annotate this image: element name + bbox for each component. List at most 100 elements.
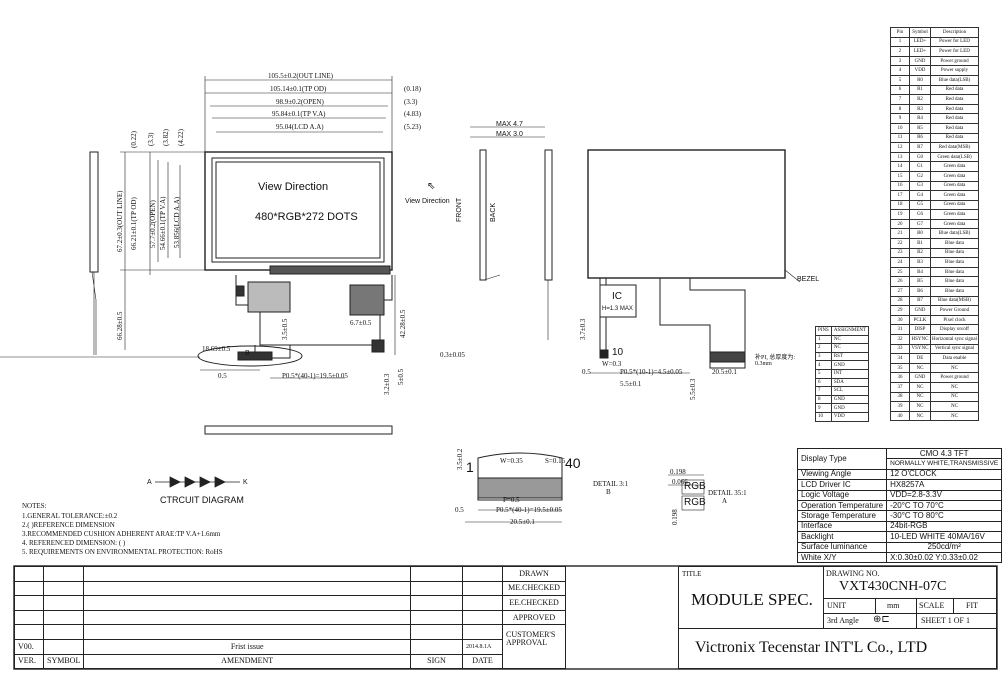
- tp-pin-number: 3: [815, 351, 832, 362]
- pin-description: Power Ground: [930, 305, 979, 316]
- dim-ref: (3.82): [162, 129, 170, 146]
- pin-description: Power supply: [930, 65, 979, 76]
- pin-description: Red data: [930, 122, 979, 134]
- detail-b-height: 3.5±0.2: [456, 448, 464, 470]
- title-label: TITLE: [682, 570, 702, 578]
- pin-number: 30: [890, 314, 910, 326]
- pin-description: Green data: [930, 170, 979, 182]
- pin-description: Power for LED: [930, 46, 979, 57]
- pin-description: Pixel clock: [930, 314, 979, 326]
- spec-row: Operation Temperature-20°C TO 70°C: [796, 499, 1003, 512]
- dim-tp-od-height: 66.21±0.1(TP OD): [130, 197, 138, 250]
- detail-b-width: 20.5±0.1: [510, 518, 535, 526]
- date-value: 2014.8.1A: [462, 638, 503, 655]
- detail-b-p: P=0.5: [503, 496, 520, 504]
- projection-label: 3rd Angle: [827, 616, 859, 625]
- dim-back: 3.7±0.3: [579, 318, 587, 340]
- pin-number: 20: [890, 218, 910, 230]
- pin-number: 26: [890, 276, 910, 288]
- pin-number: 5: [890, 74, 910, 86]
- spec-value: NORMALLY WHITE,TRANSMISSIVE: [886, 458, 1003, 470]
- pin-description: NC: [930, 391, 979, 403]
- pin-number: 35: [890, 362, 910, 374]
- dim-fpc-offset: 18.69±0.5: [202, 345, 231, 353]
- tp-pin-number: 7: [815, 386, 832, 396]
- pin-symbol: VDD: [909, 65, 931, 76]
- pin-symbol: B6: [909, 286, 931, 297]
- spec-label: Logic Voltage: [796, 489, 888, 501]
- anode-label: A: [147, 479, 152, 486]
- max-thickness-lcd: MAX 3.0: [496, 131, 523, 138]
- pin-symbol: R4: [909, 113, 931, 124]
- date-header: DATE: [462, 653, 503, 670]
- pin-description: Blue data: [930, 247, 979, 259]
- detail-a-rgb: RGB: [684, 481, 706, 492]
- assignment-header: ASSIGNMENT: [830, 326, 870, 336]
- stiffener-note: 补PI, 总厚度为: 0.3mm: [755, 355, 796, 367]
- pin-symbol: LED+: [909, 46, 931, 57]
- pin-description: NC: [930, 362, 979, 374]
- pin-description: Red data: [930, 132, 979, 144]
- sign-header: SIGN: [410, 653, 463, 670]
- tp-pin-number: 6: [815, 377, 832, 388]
- cathode-label: K: [243, 479, 248, 486]
- spec-label: Interface: [796, 520, 888, 533]
- symbol-header: SYMBOL: [42, 653, 85, 670]
- pin-symbol: G7: [909, 218, 931, 230]
- back-view-outline: [587, 149, 801, 374]
- dim-outline-width: 105.5±0.2(OUT LINE): [268, 72, 333, 80]
- ver-header: VER.: [14, 653, 44, 670]
- spec-value: -30°C TO 80°C: [886, 510, 1003, 522]
- circuit-diagram-title: CTRCUIT DIAGRAM: [160, 495, 244, 505]
- pin-number: 14: [890, 161, 910, 172]
- sheet-value: SHEET 1 OF 1: [921, 616, 970, 625]
- front-label: FRONT: [456, 197, 463, 222]
- detail-a-dim: 0.198: [670, 468, 686, 476]
- scale-value: FIT: [966, 601, 978, 610]
- detail-b-w: W=0.35: [500, 457, 523, 465]
- spec-label: Display Type: [796, 448, 888, 470]
- back-label: BACK: [490, 202, 497, 222]
- dim-back: 5.5±0.3: [689, 378, 697, 400]
- pin-symbol: G6: [909, 209, 931, 220]
- dim-tp-va-width: 95.84±0.1(TP V.A): [272, 110, 326, 118]
- spec-label: Surface luminance: [796, 541, 888, 553]
- tp-pin-assignment: NC: [830, 334, 870, 345]
- pin-number: 21: [890, 228, 910, 240]
- dim-ref: (5.23): [404, 123, 421, 131]
- dim-ref: (0.18): [404, 85, 421, 93]
- tp-pin-assignment: GND: [830, 403, 870, 413]
- ic-label: IC: [612, 291, 622, 302]
- tp-pin-number: 5: [815, 368, 832, 379]
- detail-b-marker: B: [606, 488, 611, 496]
- spec-value: X:0.30±0.02 Y:0.33±0.02: [886, 551, 1003, 564]
- pin-description: Blue data(MSB): [930, 295, 979, 307]
- ee-checked-label: EE.CHECKED: [502, 595, 566, 611]
- dim-lcd-aa-width: 95.04(LCD A.A): [276, 123, 324, 131]
- pin-description: Display on/off: [930, 324, 979, 335]
- pin-number: 37: [890, 381, 910, 393]
- pin-symbol: B3: [909, 257, 931, 268]
- tp-pin-number: 10: [815, 411, 832, 422]
- pin-description: Blue data: [930, 286, 979, 297]
- spec-value: 12 O'CLOCK: [886, 468, 1003, 481]
- max-thickness: MAX 4.7: [496, 121, 523, 128]
- pin-number: 1: [890, 36, 910, 48]
- pin-number: 33: [890, 343, 910, 355]
- pin-description: Green data: [930, 161, 979, 172]
- spec-value: -20°C TO 70°C: [886, 499, 1003, 512]
